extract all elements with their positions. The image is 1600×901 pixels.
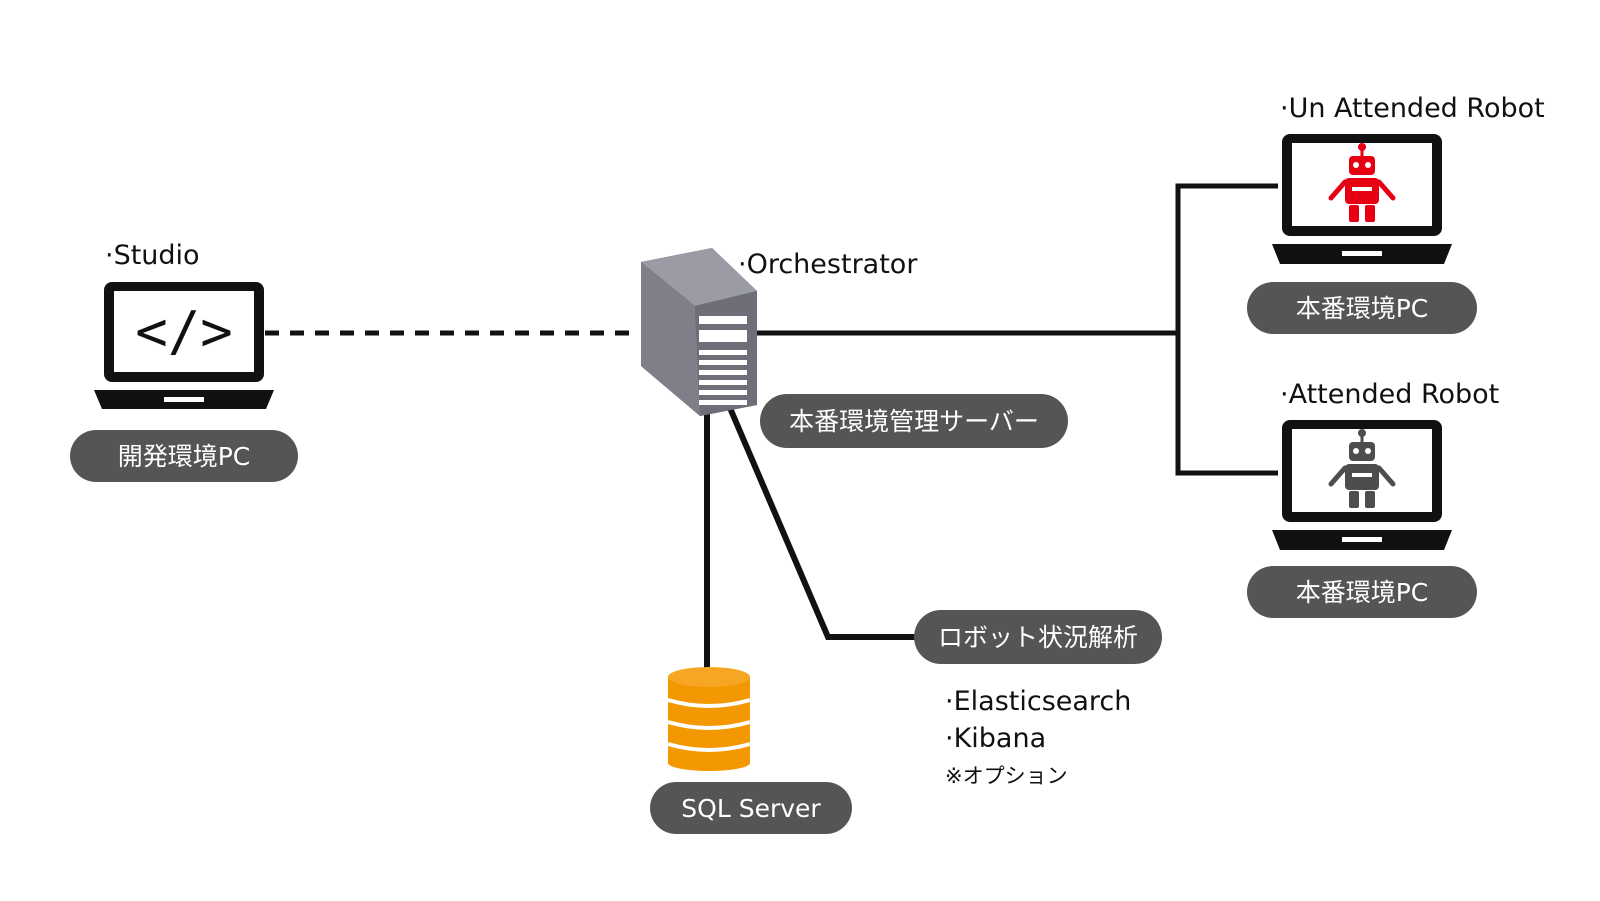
database-icon [667,667,751,771]
attended-robot-pill-label: 本番環境PC [1296,578,1429,607]
server-tower-icon [641,248,757,416]
unattended-robot-pill-label: 本番環境PC [1296,294,1429,323]
database-node: SQL Server [650,667,852,834]
studio-pill-label: 開発環境PC [118,442,251,471]
attended-robot-title: ·Attended Robot [1280,379,1499,410]
analytics-pill: ロボット状況解析 [914,610,1162,664]
unattended-robot-title: ·Un Attended Robot [1280,93,1545,124]
analytics-node: ロボット状況解析 ·Elasticsearch ·Kibana ※オプション [914,610,1162,788]
attended-robot-pill: 本番環境PC [1247,566,1477,618]
analytics-option-note: ※オプション [945,764,1068,788]
attended-robot-node: ·Attended Robot 本番環境PC [1247,379,1499,618]
analytics-pill-label: ロボット状況解析 [938,623,1138,652]
robots-branch-link [1175,183,1278,476]
database-pill-label: SQL Server [681,794,821,823]
orchestrator-title: ·Orchestrator [738,249,918,280]
laptop-code-icon: </> [94,282,274,409]
orchestrator-pill: 本番環境管理サーバー [760,394,1068,448]
orchestrator-node: ·Orchestrator 本番環境管理サーバー [641,248,1068,448]
studio-laptop: ·Studio </> 開発環境PC [70,240,298,482]
robot-icon [1328,429,1396,508]
orchestrator-analytics-link [727,406,920,640]
database-pill: SQL Server [650,782,852,834]
unattended-robot-node: ·Un Attended Robot 本番環境PC [1247,93,1545,334]
analytics-item-kibana: ·Kibana [945,723,1046,754]
studio-pill: 開発環境PC [70,430,298,482]
studio-title: ·Studio [105,240,200,271]
robot-icon [1328,143,1396,222]
studio-screen-glyph: </> [135,300,233,363]
analytics-item-elasticsearch: ·Elasticsearch [945,686,1131,717]
laptop-icon [1272,420,1452,550]
unattended-robot-pill: 本番環境PC [1247,282,1477,334]
orchestrator-pill-label: 本番環境管理サーバー [789,407,1039,436]
